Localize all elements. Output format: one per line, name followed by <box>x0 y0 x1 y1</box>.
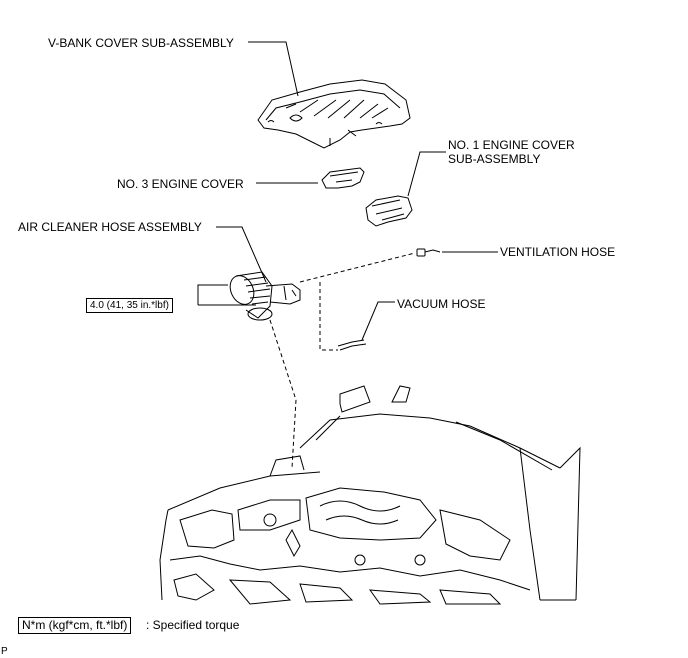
v-bank-cover-label: V-BANK COVER SUB-ASSEMBLY <box>48 36 234 50</box>
air-cleaner-hose-drawing <box>229 271 301 321</box>
no1-engine-cover-drawing <box>365 195 413 227</box>
vehicle-engine-bay-drawing <box>159 385 581 605</box>
no3-engine-cover-label: NO. 3 ENGINE COVER <box>117 177 244 191</box>
ventilation-hose-drawing <box>416 248 441 257</box>
corner-code: P <box>1 646 8 657</box>
no1-engine-cover-label-line1: NO. 1 ENGINE COVER <box>448 138 575 152</box>
ventilation-hose-label: VENTILATION HOSE <box>500 245 616 259</box>
vacuum-hose-drawing <box>337 339 367 351</box>
air-cleaner-hose-label: AIR CLEANER HOSE ASSEMBLY <box>18 220 202 234</box>
torque-spec-box: 4.0 (41, 35 in.*lbf) <box>86 298 173 313</box>
v-bank-cover-drawing <box>257 79 411 149</box>
legend-description: : Specified torque <box>146 618 240 632</box>
no3-engine-cover-drawing <box>321 167 365 189</box>
no1-engine-cover-label-line2: SUB-ASSEMBLY <box>448 152 541 166</box>
legend-unit-box: N*m (kgf*cm, ft.*lbf) <box>18 617 132 634</box>
vacuum-hose-label: VACUUM HOSE <box>397 297 486 311</box>
